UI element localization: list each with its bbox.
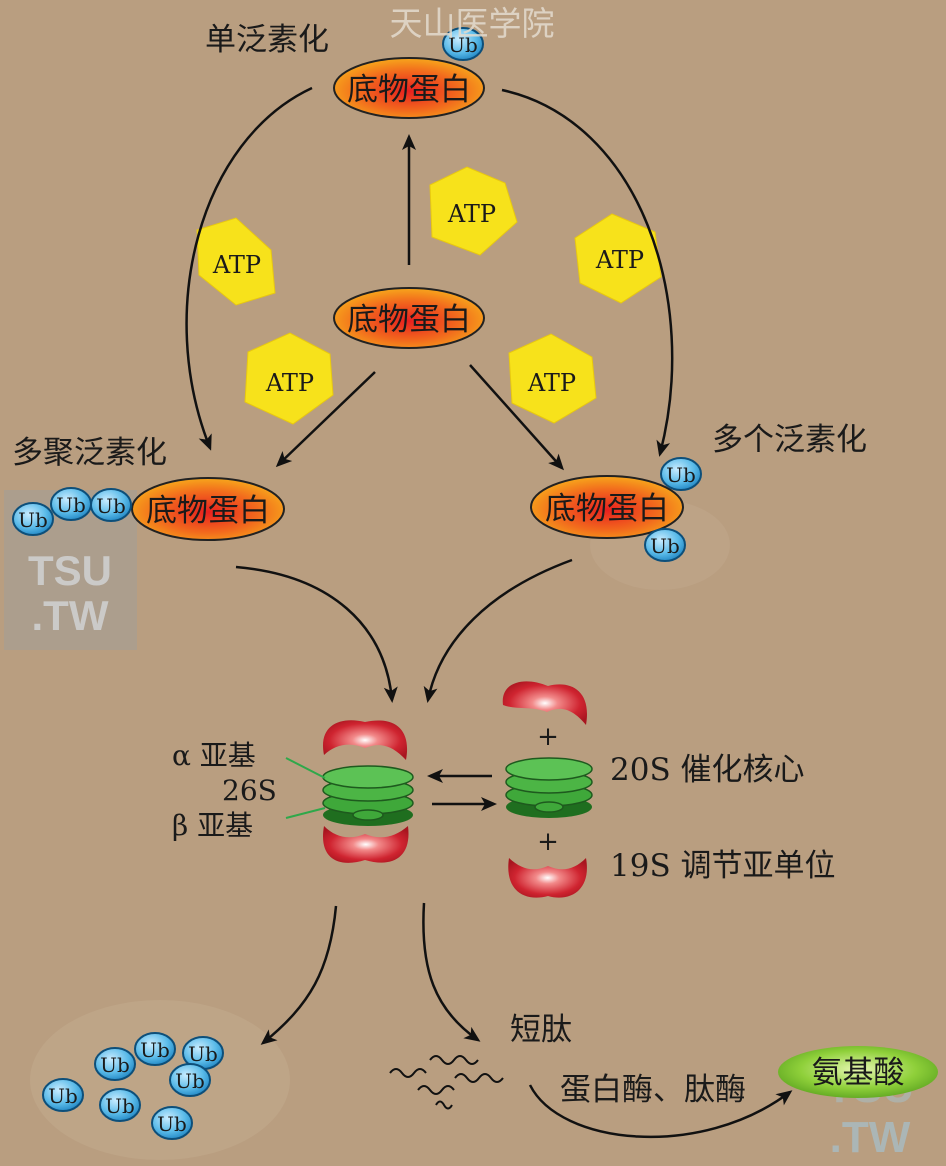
arrow-mono-to-multi [501, 88, 674, 457]
amino-acid-blob: 氨基酸 [778, 1046, 938, 1098]
short-peptide-label: 短肽 [510, 1012, 572, 1048]
arrow-to-free-ub [260, 905, 338, 1045]
plus-sign: + [537, 827, 559, 857]
atp-hexagon: ATP [508, 333, 597, 424]
alpha-pointer-line [285, 757, 326, 779]
19s-cap-separate-bottom [508, 858, 587, 898]
ub-sphere: Ub [660, 457, 702, 491]
19s-cap-separate-top [502, 681, 588, 725]
svg-text:Ub: Ub [56, 493, 86, 517]
arrow-to-peptides [422, 902, 481, 1042]
mono-ubiquitination-label: 单泛素化 [205, 22, 329, 58]
svg-text:Ub: Ub [140, 1038, 170, 1062]
svg-text:Ub: Ub [175, 1069, 205, 1093]
svg-text:底物蛋白: 底物蛋白 [347, 72, 471, 108]
svg-text:.TW: .TW [32, 592, 109, 639]
arrow-to-multi [469, 364, 564, 471]
svg-text:ATP: ATP [595, 246, 644, 274]
svg-text:Ub: Ub [650, 534, 680, 558]
ub-sphere: Ub [134, 1032, 176, 1066]
svg-text:底物蛋白: 底物蛋白 [347, 302, 471, 338]
svg-text:氨基酸: 氨基酸 [812, 1055, 905, 1091]
ub-sphere: Ub [90, 488, 132, 522]
plus-sign: + [537, 722, 559, 752]
substrate-protein-top: 底物蛋白 [333, 57, 485, 119]
polyubiquitination-label: 多聚泛素化 [12, 435, 167, 471]
ub-sphere: Ub [644, 528, 686, 562]
svg-text:Ub: Ub [48, 1084, 78, 1108]
protease-peptidase-label: 蛋白酶、肽酶 [560, 1072, 746, 1108]
svg-text:Ub: Ub [448, 33, 478, 57]
20s-core-label: 20S 催化核心 [610, 752, 805, 788]
ub-sphere: Ub [42, 1078, 84, 1112]
svg-text:Ub: Ub [188, 1042, 218, 1066]
svg-text:Ub: Ub [100, 1053, 130, 1077]
beta-subunit-label: β 亚基 [172, 809, 253, 842]
arrow-to-amino-acids [528, 1084, 793, 1139]
19s-cap-top [323, 720, 408, 760]
ub-sphere: Ub [169, 1063, 211, 1097]
svg-text:ATP: ATP [265, 369, 314, 397]
20s-core-rings [322, 765, 414, 826]
arrow-multi-to-proteasome [423, 558, 573, 703]
free-ub-cluster: Ub Ub Ub Ub Ub Ub Ub [42, 1032, 224, 1140]
atp-hexagon: ATP [574, 213, 662, 304]
svg-text:ATP: ATP [527, 369, 576, 397]
ub-sphere: Ub [12, 502, 54, 536]
multi-ubiquitination-label: 多个泛素化 [712, 422, 867, 458]
svg-text:底物蛋白: 底物蛋白 [545, 491, 669, 527]
ub-sphere: Ub [94, 1047, 136, 1081]
beta-pointer-line [285, 807, 326, 819]
atp-hexagon: ATP [196, 217, 276, 306]
20s-core-separate [505, 757, 593, 818]
19s-cap-bottom [323, 826, 409, 863]
arrow-to-poly [275, 371, 376, 468]
svg-text:底物蛋白: 底物蛋白 [146, 493, 270, 529]
atp-hexagon: ATP [244, 332, 334, 425]
ub-sphere: Ub [99, 1088, 141, 1122]
arrow-mono-to-poly [185, 86, 313, 451]
19s-regulatory-label: 19S 调节亚单位 [610, 848, 836, 884]
svg-text:Ub: Ub [666, 463, 696, 487]
svg-text:Ub: Ub [96, 494, 126, 518]
short-peptides [389, 1055, 504, 1110]
proteasome-26s [322, 720, 414, 863]
atp-hexagon: ATP [429, 166, 518, 256]
alpha-subunit-label: α 亚基 [172, 739, 256, 772]
26s-label: 26S [222, 774, 277, 807]
background-blob [30, 1000, 290, 1160]
svg-text:ATP: ATP [212, 251, 261, 279]
svg-text:TSU: TSU [28, 547, 112, 594]
ub-sphere: Ub [182, 1036, 224, 1070]
substrate-protein-poly: 底物蛋白 [131, 477, 285, 541]
svg-text:.TW: .TW [830, 1113, 911, 1162]
ub-sphere: Ub [50, 487, 92, 521]
svg-text:Ub: Ub [105, 1094, 135, 1118]
svg-text:Ub: Ub [157, 1112, 187, 1136]
top-watermark: 天山医学院 [390, 4, 555, 43]
substrate-protein-multi: 底物蛋白 [530, 475, 684, 539]
svg-text:Ub: Ub [18, 508, 48, 532]
ub-sphere: Ub [442, 27, 484, 61]
substrate-protein-center: 底物蛋白 [333, 287, 485, 349]
ub-sphere: Ub [151, 1106, 193, 1140]
svg-text:ATP: ATP [447, 200, 496, 228]
arrow-poly-to-proteasome [235, 565, 398, 703]
